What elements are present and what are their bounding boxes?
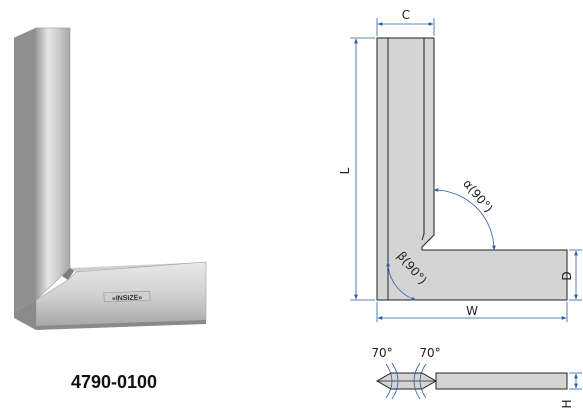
side-view: 70° 70° H xyxy=(371,346,582,409)
side-view-base xyxy=(435,372,568,390)
inner-corner-bevel xyxy=(62,268,76,280)
bevel-line xyxy=(421,233,425,241)
technical-drawing: C L W D α(90°) β(90°) 70° xyxy=(338,8,582,409)
base-bottom-edge xyxy=(14,300,206,330)
label-bevel-right: 70° xyxy=(419,346,440,360)
label-d: D xyxy=(560,271,574,280)
bevel-arc-left xyxy=(391,362,399,400)
label-c: C xyxy=(402,8,410,22)
blade-front xyxy=(35,27,71,301)
label-l: L xyxy=(338,167,352,174)
brand-plate xyxy=(103,290,151,303)
bevel-arc-right xyxy=(413,362,421,400)
dimension-w: W xyxy=(376,302,568,322)
dimension-d: D xyxy=(560,249,582,301)
dimension-l: L xyxy=(338,37,375,301)
label-w: W xyxy=(466,304,478,318)
product-photo: «INSIZE» xyxy=(13,27,207,330)
angle-alpha: α(90°) xyxy=(433,177,496,251)
brand-mark: «INSIZE» xyxy=(112,294,143,302)
blade-side xyxy=(14,28,36,312)
square-photo: «INSIZE» xyxy=(13,27,207,330)
dimension-c: C xyxy=(376,8,435,36)
label-bevel-left: 70° xyxy=(371,346,392,360)
label-h: H xyxy=(560,399,574,408)
part-number-label: 4790-0100 xyxy=(70,372,158,392)
